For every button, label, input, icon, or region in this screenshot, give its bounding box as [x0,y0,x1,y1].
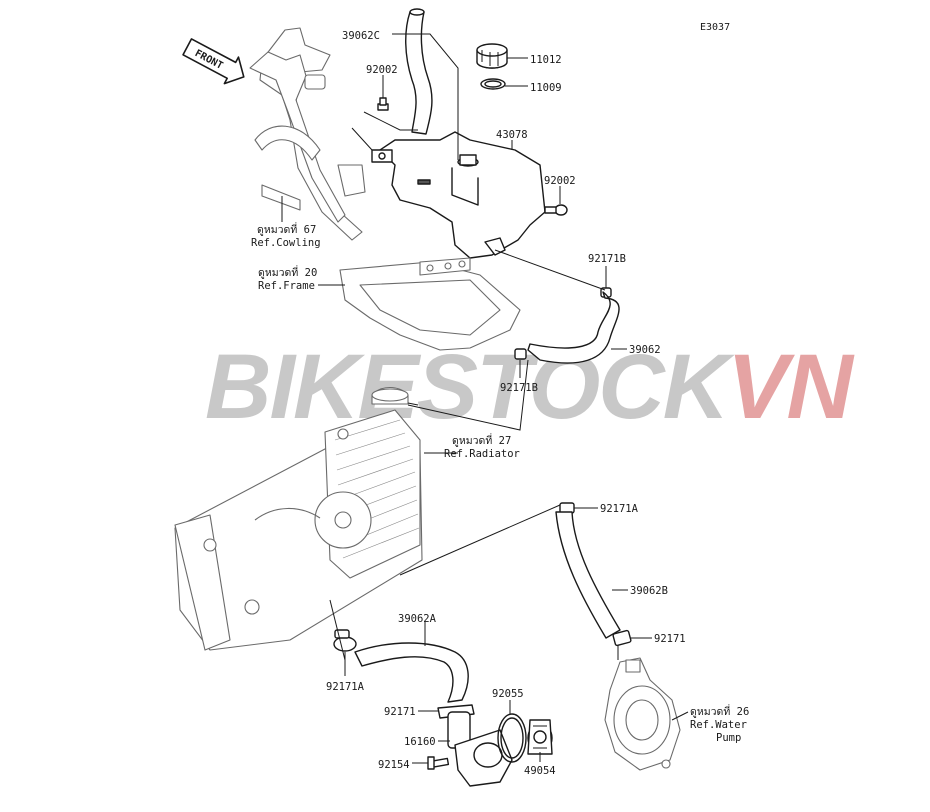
cap-11012 [476,43,508,69]
label-92171-lower: 92171 [384,706,416,718]
diagram-code: E3037 [700,22,730,33]
reservoir-tank-43078 [371,131,546,259]
svg-text:ดูหมวดที่ 67: ดูหมวดที่ 67 [257,222,316,236]
clamp-92171-right [612,629,632,647]
label-92002-right: 92002 [544,175,576,187]
label-39062b: 39062B [630,585,668,597]
label-39062: 39062 [629,344,661,356]
label-92055: 92055 [492,688,524,700]
svg-text:Pump: Pump [716,732,741,744]
label-39062c: 39062C [342,30,380,42]
label-11009: 11009 [530,82,562,94]
leader-lines [281,33,689,764]
ref-waterpump: ดูหมวดที่ 26 Ref.Water Pump [690,704,749,744]
svg-text:Ref.Water: Ref.Water [690,719,747,731]
frame-bracket [339,257,521,351]
label-11012: 11012 [530,54,562,66]
svg-text:ดูหมวดที่ 27: ดูหมวดที่ 27 [452,433,511,447]
svg-text:ดูหมวดที่ 20: ดูหมวดที่ 20 [258,265,317,279]
oring-92055 [497,713,527,763]
bolt-92002-right [544,204,568,216]
hose-39062a [354,642,469,703]
label-16160: 16160 [404,736,436,748]
bolt-92154 [427,756,450,770]
oring-11009 [480,78,506,90]
hose-39062c [405,8,433,135]
watermark: BIKESTOCKVN [205,336,856,438]
hose-39062 [527,291,620,364]
cowling-bracket [249,27,366,241]
label-39062a: 39062A [398,613,437,625]
front-arrow-icon: FRONT [182,38,245,85]
svg-text:Ref.Radiator: Ref.Radiator [444,448,520,460]
label-92171-right: 92171 [654,633,686,645]
thermostat-49054 [527,719,553,755]
label-49054: 49054 [524,765,556,777]
svg-text:Ref.Frame: Ref.Frame [258,280,315,292]
label-92171b-lower: 92171B [500,382,538,394]
ref-radiator: ดูหมวดที่ 27 Ref.Radiator [444,433,520,460]
svg-text:ดูหมวดที่ 26: ดูหมวดที่ 26 [690,704,749,718]
clamp-92171a-lower [333,629,357,652]
hose-39062b [555,511,621,639]
water-pump-housing [604,657,681,771]
label-92171a-lower: 92171A [326,681,365,693]
radiator-assembly [174,386,423,651]
svg-text:Ref.Cowling: Ref.Cowling [251,237,321,249]
label-43078: 43078 [496,129,528,141]
clamp-92171b-lower [514,348,527,360]
label-92171b-upper: 92171B [588,253,626,265]
label-92171a-upper: 92171A [600,503,639,515]
bolt-92002-upper [377,97,389,111]
ref-frame: ดูหมวดที่ 20 Ref.Frame [258,265,317,292]
ref-cowling: ดูหมวดที่ 67 Ref.Cowling [251,222,321,249]
label-92002-upper: 92002 [366,64,398,76]
label-92154: 92154 [378,759,410,771]
